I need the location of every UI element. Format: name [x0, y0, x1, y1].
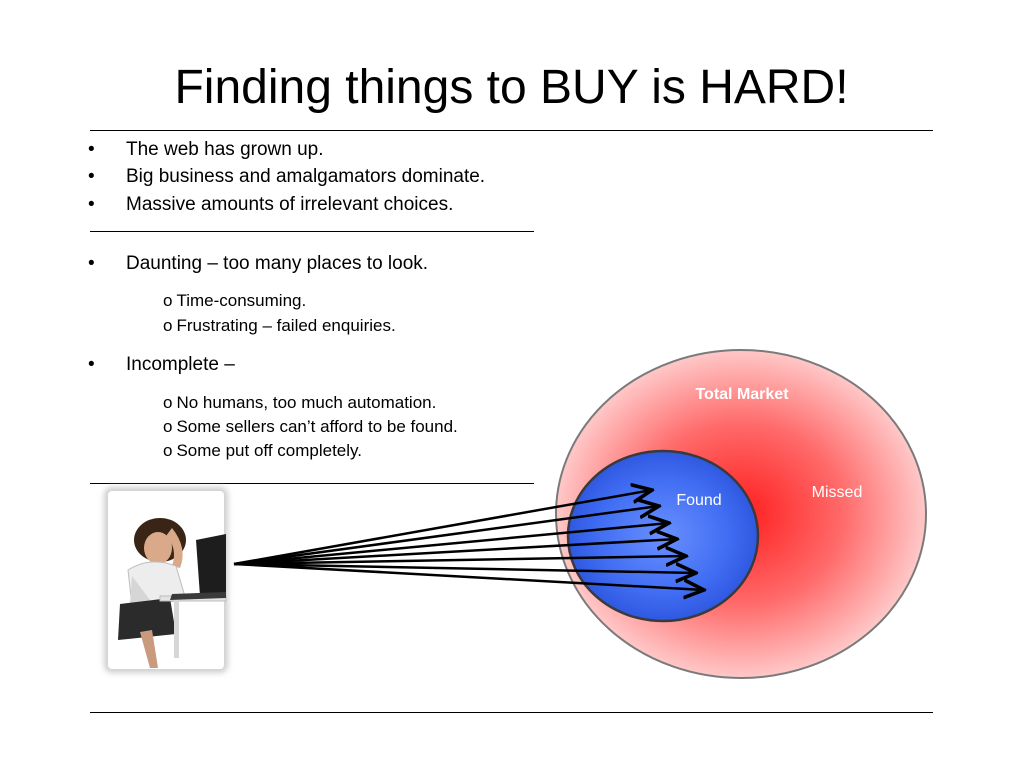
sub-bullet-marker: o: [163, 316, 173, 335]
divider-after-group1: [90, 231, 534, 232]
arrow: [233, 564, 696, 573]
found-label: Found: [676, 492, 721, 509]
arrow: [233, 506, 659, 566]
bullet-text: Daunting – too many places to look.: [126, 253, 429, 274]
bullet-marker: •: [88, 354, 95, 375]
missed-label: Missed: [812, 484, 863, 501]
sub-bullet-marker: o: [163, 417, 173, 436]
arrow: [233, 490, 652, 566]
bullet-item: • Big business and amalgamators dominate…: [88, 166, 486, 188]
bullet-text: Massive amounts of irrelevant choices.: [126, 194, 454, 215]
sub-bullet-text: Some put off completely.: [176, 441, 362, 460]
bullet-item-daunting: • Daunting – too many places to look.: [88, 253, 429, 275]
sub-bullet-text: Time-consuming.: [176, 291, 307, 310]
found-circle: [566, 449, 760, 623]
search-arrows: [233, 490, 704, 590]
divider-bottom: [90, 712, 933, 713]
sub-bullet-marker: o: [163, 291, 173, 310]
sub-bullet-marker: o: [163, 441, 173, 460]
bullet-text: Incomplete –: [126, 354, 235, 375]
arrow: [233, 562, 704, 590]
sub-bullet-text: Some sellers can’t afford to be found.: [176, 417, 458, 436]
divider-after-group2: [90, 483, 534, 484]
total-market-label: Total Market: [695, 386, 789, 403]
sub-bullet-marker: o: [163, 393, 173, 412]
bullet-marker: •: [88, 253, 95, 274]
bullet-marker: •: [88, 194, 95, 215]
bullet-text: Big business and amalgamators dominate.: [126, 166, 486, 187]
arrow: [233, 556, 686, 564]
bullet-item-incomplete: • Incomplete –: [88, 354, 235, 376]
bullet-item: • The web has grown up.: [88, 139, 324, 161]
bullet-text: The web has grown up.: [126, 139, 324, 160]
sub-bullet-text: Frustrating – failed enquiries.: [176, 316, 396, 335]
bullet-item: • Massive amounts of irrelevant choices.: [88, 194, 454, 216]
arrow: [233, 523, 669, 566]
bullet-marker: •: [88, 139, 95, 160]
arrow: [233, 539, 677, 566]
frustrated-woman-photo: [104, 487, 228, 673]
slide-title: Finding things to BUY is HARD!: [174, 61, 849, 114]
sub-bullet-text: No humans, too much automation.: [176, 393, 437, 412]
bullet-marker: •: [88, 166, 95, 187]
divider-top: [90, 130, 933, 131]
